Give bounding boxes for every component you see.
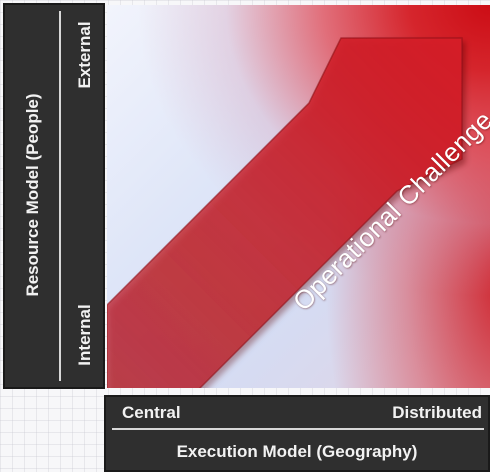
quadrant-plot-area: Operational Challenge [107, 5, 490, 388]
y-axis-external-label: External [75, 21, 94, 89]
y-axis-panel: Resource Model (People) External Interna… [3, 3, 105, 389]
challenge-arrow-shape [107, 37, 463, 388]
x-axis-title: Execution Model (Geography) [176, 442, 418, 461]
x-axis-distributed-label: Distributed [392, 403, 482, 422]
x-axis-central-label: Central [122, 403, 181, 422]
y-axis-divider [59, 11, 61, 381]
y-axis-title: Resource Model (People) [23, 93, 42, 297]
y-axis-internal-label: Internal [75, 304, 94, 366]
x-axis-panel: Central Distributed Execution Model (Geo… [104, 395, 490, 472]
x-axis-divider [112, 428, 484, 430]
challenge-arrow [107, 37, 463, 388]
